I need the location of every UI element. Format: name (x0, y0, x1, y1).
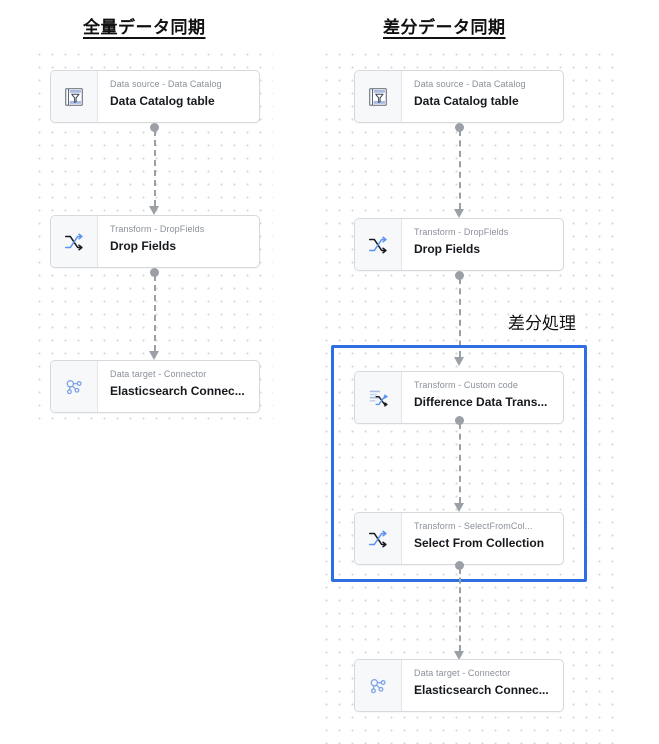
connector-start-dot (455, 271, 464, 280)
column-title-incremental-sync: 差分データ同期 (383, 18, 506, 37)
connector-start-dot (455, 416, 464, 425)
connector-right-4 (453, 561, 466, 660)
connector-start-dot (150, 123, 159, 132)
connector-start-dot (455, 123, 464, 132)
shuffle-transform-icon (355, 219, 402, 270)
node-text-block: Data source - Data Catalog Data Catalog … (402, 71, 563, 122)
node-type-label: Data source - Data Catalog (110, 79, 222, 89)
connector-dashed-line (459, 423, 461, 503)
node-name-label: Difference Data Trans... (414, 395, 548, 409)
connector-arrowhead-icon (149, 351, 159, 360)
node-text-block: Data source - Data Catalog Data Catalog … (98, 71, 259, 122)
connector-dashed-line (154, 275, 156, 351)
shuffle-transform-icon (355, 513, 402, 564)
node-type-label: Data source - Data Catalog (414, 79, 526, 89)
node-name-label: Elasticsearch Connec... (110, 384, 245, 398)
node-select-from-collection[interactable]: Transform - SelectFromCol... Select From… (354, 512, 564, 565)
connector-dashed-line (154, 130, 156, 206)
node-drop-fields-left[interactable]: Transform - DropFields Drop Fields (50, 215, 260, 268)
node-elasticsearch-connector-left[interactable]: Data target - Connector Elasticsearch Co… (50, 360, 260, 413)
connector-arrowhead-icon (454, 209, 464, 218)
node-drop-fields-right[interactable]: Transform - DropFields Drop Fields (354, 218, 564, 271)
node-name-label: Elasticsearch Connec... (414, 683, 549, 697)
column-title-full-sync: 全量データ同期 (83, 18, 206, 37)
connector-dashed-line (459, 278, 461, 357)
connector-node-graph-icon (355, 660, 402, 711)
connector-left-2 (148, 268, 161, 360)
connector-arrowhead-icon (454, 357, 464, 366)
node-difference-data-transform[interactable]: Transform - Custom code Difference Data … (354, 371, 564, 424)
node-text-block: Transform - Custom code Difference Data … (402, 372, 563, 423)
node-elasticsearch-connector-right[interactable]: Data target - Connector Elasticsearch Co… (354, 659, 564, 712)
data-catalog-table-icon (51, 71, 98, 122)
node-text-block: Data target - Connector Elasticsearch Co… (402, 660, 563, 711)
connector-dashed-line (459, 568, 461, 651)
connector-arrowhead-icon (149, 206, 159, 215)
connector-right-3 (453, 416, 466, 512)
node-type-label: Transform - DropFields (414, 227, 509, 237)
node-type-label: Transform - Custom code (414, 380, 518, 390)
difference-processing-group-label: 差分処理 (508, 314, 576, 333)
node-text-block: Transform - DropFields Drop Fields (98, 216, 259, 267)
connector-right-1 (453, 123, 466, 218)
node-name-label: Drop Fields (414, 242, 481, 256)
node-text-block: Transform - DropFields Drop Fields (402, 219, 563, 270)
connector-node-graph-icon (51, 361, 98, 412)
node-name-label: Select From Collection (414, 536, 545, 550)
connector-arrowhead-icon (454, 651, 464, 660)
connector-start-dot (455, 561, 464, 570)
node-type-label: Transform - DropFields (110, 224, 205, 234)
custom-code-icon (355, 372, 402, 423)
node-name-label: Drop Fields (110, 239, 177, 253)
node-type-label: Data target - Connector (110, 369, 207, 379)
connector-left-1 (148, 123, 161, 215)
connector-right-2 (453, 271, 466, 366)
node-name-label: Data Catalog table (110, 94, 215, 108)
node-type-label: Transform - SelectFromCol... (414, 521, 533, 531)
node-type-label: Data target - Connector (414, 668, 511, 678)
connector-dashed-line (459, 130, 461, 209)
node-data-catalog-table-left[interactable]: Data source - Data Catalog Data Catalog … (50, 70, 260, 123)
node-name-label: Data Catalog table (414, 94, 519, 108)
shuffle-transform-icon (51, 216, 98, 267)
data-catalog-table-icon (355, 71, 402, 122)
node-data-catalog-table-right[interactable]: Data source - Data Catalog Data Catalog … (354, 70, 564, 123)
node-text-block: Transform - SelectFromCol... Select From… (402, 513, 563, 564)
node-text-block: Data target - Connector Elasticsearch Co… (98, 361, 259, 412)
connector-arrowhead-icon (454, 503, 464, 512)
connector-start-dot (150, 268, 159, 277)
